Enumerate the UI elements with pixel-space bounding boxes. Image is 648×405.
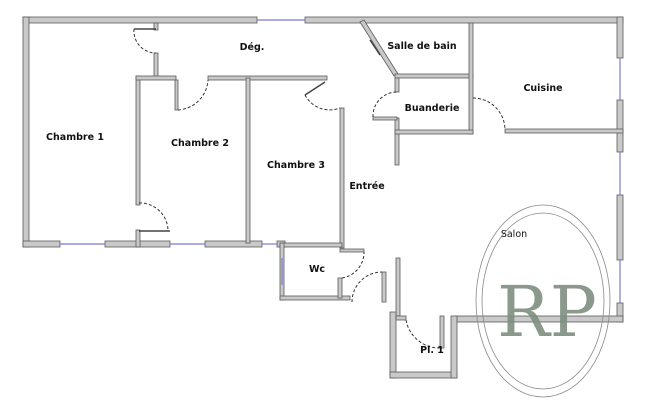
label-cuisine: Cuisine	[523, 83, 562, 94]
windows	[60, 19, 621, 303]
room-labels: Dég. Salle de bain Cuisine Buanderie Cha…	[46, 41, 563, 356]
label-salon: Salon	[501, 229, 527, 240]
label-wc: Wc	[309, 264, 325, 275]
label-deg: Dég.	[240, 42, 265, 53]
rp-watermark: RP	[475, 204, 611, 398]
label-salle-de-bain: Salle de bain	[387, 41, 457, 52]
label-chambre-2: Chambre 2	[171, 138, 229, 149]
label-entree: Entrée	[349, 181, 384, 192]
label-chambre-3: Chambre 3	[267, 160, 325, 171]
label-placard-1: Pl. 1	[420, 345, 444, 356]
watermark-logo: RP	[497, 271, 597, 353]
label-chambre-1: Chambre 1	[46, 132, 104, 143]
label-buanderie: Buanderie	[405, 103, 460, 114]
doors	[133, 28, 506, 349]
